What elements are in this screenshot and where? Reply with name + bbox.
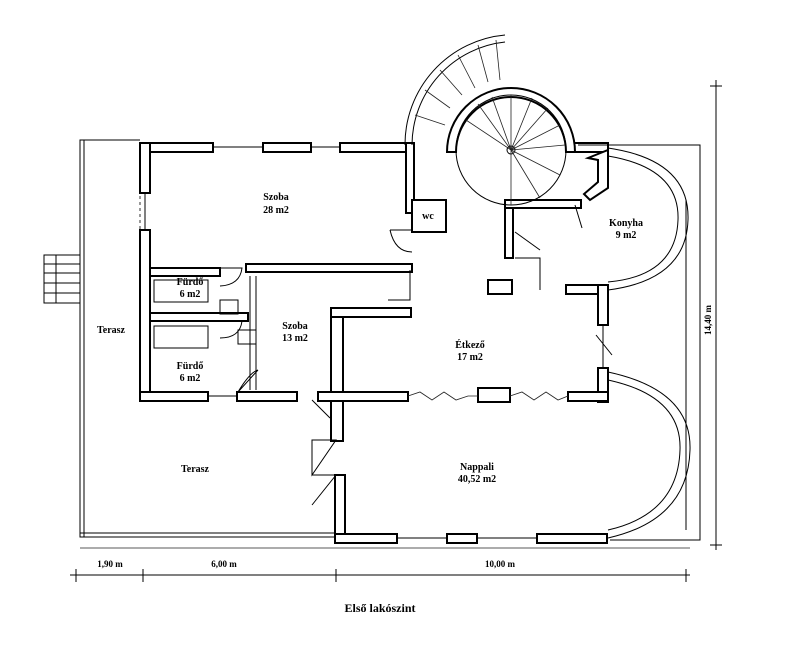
room-etkezo: Étkező 17 m2 <box>455 339 484 363</box>
room-terasz-left: Terasz <box>97 325 126 336</box>
dimension-label: 10,00 m <box>485 559 516 569</box>
door-swings <box>219 204 613 506</box>
bay-walls <box>578 144 701 541</box>
room-area: 13 m2 <box>282 333 308 344</box>
room-terasz-bottom: Terasz <box>181 464 210 475</box>
dimension-label: 1,90 m <box>97 559 123 569</box>
room-nappali: Nappali 40,52 m2 <box>458 462 496 485</box>
room-name: Szoba <box>263 192 289 203</box>
room-konyha: Konyha 9 m2 <box>609 218 643 241</box>
room-area: 17 m2 <box>457 352 483 363</box>
room-wc: wc <box>422 211 434 222</box>
room-szoba-mid: Szoba 13 m2 <box>282 321 308 344</box>
room-area: 40,52 m2 <box>458 474 496 485</box>
entry-steps <box>43 254 81 304</box>
room-name: Nappali <box>460 462 494 473</box>
walls <box>139 142 609 544</box>
room-furdo-2: Fürdő 6 m2 <box>177 361 204 384</box>
dimension-label-height: 14,40 m <box>703 305 713 336</box>
room-name: Fürdő <box>177 277 204 288</box>
room-name: Étkező <box>455 339 484 351</box>
room-area: 6 m2 <box>180 289 201 300</box>
dimension-label: 6,00 m <box>211 559 237 569</box>
windows <box>144 146 604 539</box>
room-area: 28 m2 <box>263 205 289 216</box>
room-name: Konyha <box>609 218 643 229</box>
plan-title: Első lakószint <box>344 601 415 615</box>
terrace-outline <box>79 139 336 538</box>
room-area: 9 m2 <box>616 230 637 241</box>
bathroom-fixtures <box>139 160 257 390</box>
dimension-lines <box>70 80 722 582</box>
room-area: 6 m2 <box>180 373 201 384</box>
room-name: Fürdő <box>177 361 204 372</box>
spiral-staircase <box>404 34 577 206</box>
room-furdo-1: Fürdő 6 m2 <box>177 277 204 300</box>
room-szoba-top: Szoba 28 m2 <box>263 192 289 216</box>
room-name: Szoba <box>282 321 308 332</box>
